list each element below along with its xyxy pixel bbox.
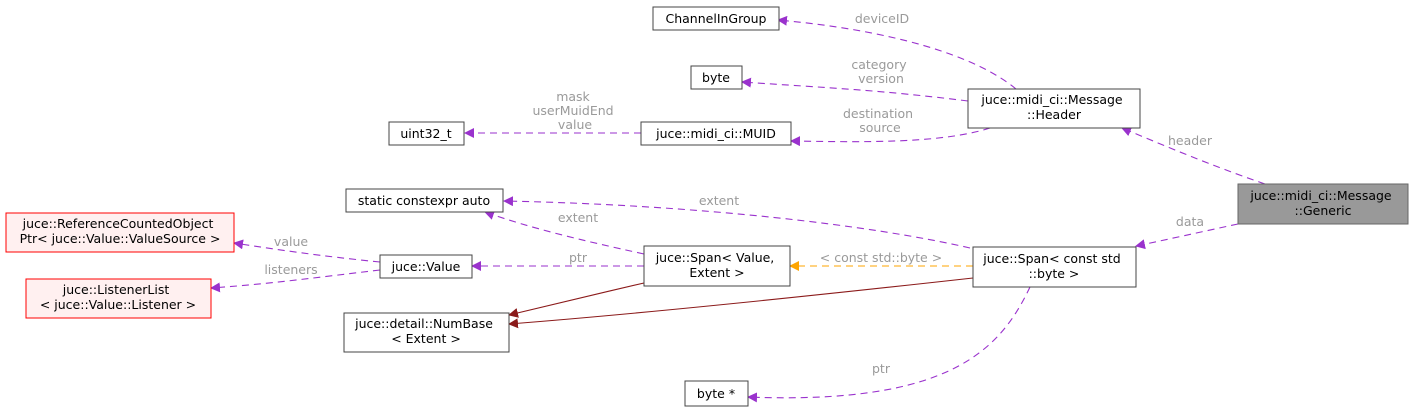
node-listener-list[interactable]: juce::ListenerList < juce::Value::Listen…: [25, 278, 212, 319]
node-message-header[interactable]: juce::midi_ci::Message ::Header: [967, 88, 1141, 129]
svg-text:uint32_t: uint32_t: [400, 126, 451, 141]
svg-text:byte *: byte *: [697, 386, 735, 401]
edge-label-listeners: listeners: [264, 262, 317, 277]
edge-header-to-byte: [741, 77, 969, 102]
edge-header-to-channelingroup: [777, 15, 1017, 90]
nodes: ChannelInGroup byte uint32_t juce::midi_…: [5, 6, 1409, 407]
edge-value-to-refcountedptr: [233, 239, 381, 263]
edge-label-value: value: [274, 234, 308, 249]
node-channel-in-group[interactable]: ChannelInGroup: [652, 6, 780, 31]
node-juce-value[interactable]: juce::Value: [379, 254, 473, 279]
edge-label-mask-usermuidend-value: mask userMuidEnd value: [532, 89, 617, 132]
edge-label-header: header: [1168, 133, 1213, 148]
edge-labels: deviceID category version mask userMuidE…: [264, 11, 1213, 376]
edge-spanbyte-to-numbase: [508, 277, 974, 329]
edge-spanbyte-to-staticconstexpr: [503, 196, 971, 249]
edge-generic-to-spanbyte: [1135, 223, 1239, 250]
node-byte-ptr[interactable]: byte *: [684, 380, 749, 407]
svg-text:juce::Span< const std: juce::Span< const std ::byte >: [982, 251, 1124, 281]
edge-spanvalue-to-numbase: [508, 282, 645, 318]
edge-spanbyte-to-byteptr: [747, 286, 1031, 403]
edge-label-destination-source: destination source: [843, 106, 917, 135]
edge-label-category-version: category version: [851, 57, 910, 86]
node-muid[interactable]: juce::midi_ci::MUID: [640, 121, 792, 146]
node-reference-counted-object-ptr[interactable]: juce::ReferenceCountedObject Ptr< juce::…: [5, 212, 235, 253]
edge-generic-to-header: [1121, 126, 1266, 185]
svg-text:juce::detail::NumBase: juce::detail::NumBase < Extent >: [354, 316, 497, 346]
edges: [210, 15, 1266, 403]
node-span-const-byte[interactable]: juce::Span< const std ::byte >: [972, 246, 1137, 288]
svg-text:juce::midi_ci::Message: juce::midi_ci::Message ::Generic: [1249, 188, 1395, 218]
edge-label-ptr-byte: ptr: [872, 361, 891, 376]
svg-text:juce::Span< Value, Ext: juce::Span< Value, Extent >: [655, 250, 779, 280]
edge-header-to-muid: [790, 127, 991, 147]
svg-text:ChannelInGroup: ChannelInGroup: [666, 11, 767, 26]
edge-label-device-id: deviceID: [855, 11, 909, 26]
node-static-constexpr-auto[interactable]: static constexpr auto: [345, 188, 504, 213]
node-uint32-t[interactable]: uint32_t: [388, 121, 465, 146]
edge-label-extent-top: extent: [699, 193, 739, 208]
svg-text:juce::ReferenceCountedObject: juce::ReferenceCountedObject Ptr< juce::…: [20, 216, 221, 246]
svg-text:static constexpr auto: static constexpr auto: [358, 193, 490, 208]
svg-text:juce::midi_ci::Message: juce::midi_ci::Message ::Header: [980, 92, 1126, 122]
edge-label-ptr-value: ptr: [569, 250, 588, 265]
node-num-base[interactable]: juce::detail::NumBase < Extent >: [343, 312, 510, 353]
edge-spanvalue-to-staticconstexpr: [484, 210, 645, 255]
edge-value-to-listenerlist: [210, 269, 381, 293]
svg-text:juce::ListenerList < j: juce::ListenerList < juce::Value::Listen…: [40, 282, 196, 312]
svg-text:byte: byte: [702, 70, 730, 85]
svg-text:juce::midi_ci::MUID: juce::midi_ci::MUID: [655, 126, 776, 141]
edge-label-extent-span: extent: [558, 210, 598, 225]
node-message-generic[interactable]: juce::midi_ci::Message ::Generic: [1237, 183, 1409, 225]
edge-label-template-args: < const std::byte >: [820, 250, 942, 265]
edge-label-data: data: [1176, 214, 1204, 229]
node-byte[interactable]: byte: [690, 65, 743, 90]
svg-text:juce::Value: juce::Value: [391, 259, 461, 274]
node-span-value-extent[interactable]: juce::Span< Value, Extent >: [643, 245, 791, 287]
